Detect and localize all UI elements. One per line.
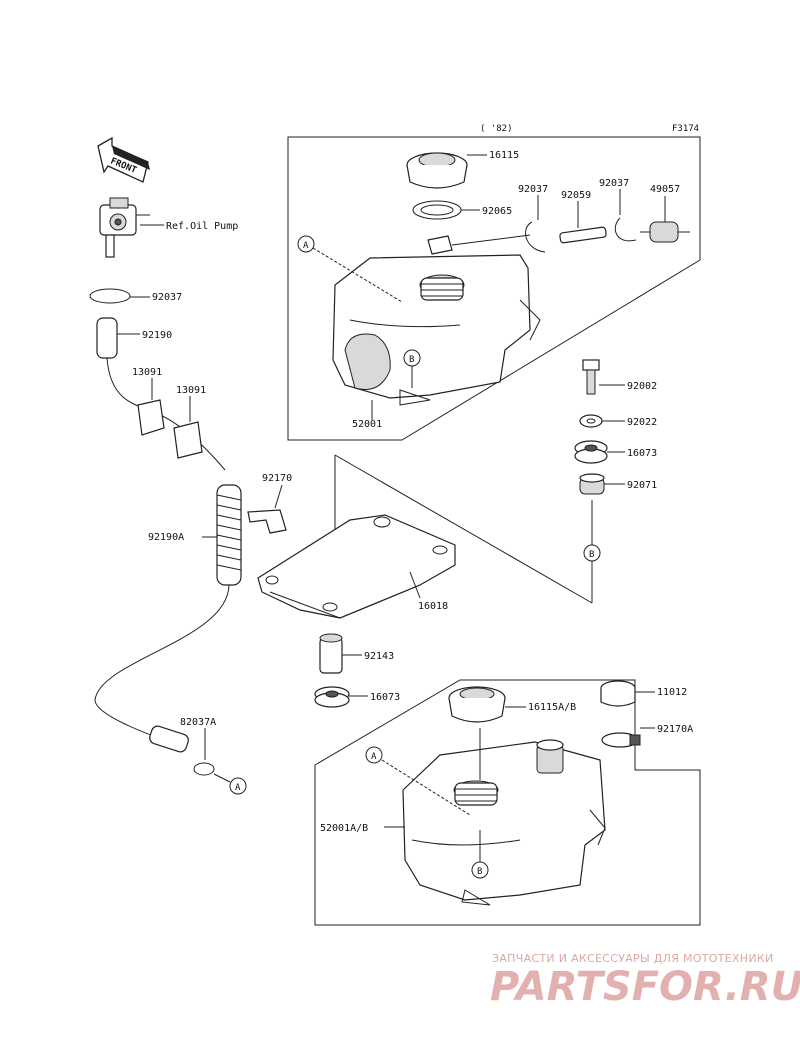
callout-b-text-3: B <box>477 867 482 877</box>
hose-92190A-icon <box>216 484 242 586</box>
callout-a-text-3: A <box>371 752 377 762</box>
collar-92071-icon <box>579 473 605 495</box>
label-92037-pump: 92037 <box>152 292 182 303</box>
label-92022: 92022 <box>627 417 657 428</box>
oil-tank-52001AB-icon <box>402 739 606 906</box>
label-13091-a: 13091 <box>132 367 162 378</box>
hose-92190-icon <box>96 317 118 359</box>
figure-code: F3174 <box>672 124 699 134</box>
label-92170A: 92170A <box>657 724 693 735</box>
label-92170: 92170 <box>262 473 292 484</box>
label-92037-b: 92037 <box>599 178 629 189</box>
callout-a-lower-left <box>229 777 247 795</box>
label-52001: 52001 <box>352 419 382 430</box>
bolt-92002-icon <box>582 359 600 395</box>
collar-92143-icon <box>319 633 343 674</box>
label-16018: 16018 <box>418 601 448 612</box>
filter-49057-icon <box>640 221 690 243</box>
clamp-13091-b-icon <box>173 421 203 459</box>
label-13091-b: 13091 <box>176 385 206 396</box>
label-92190: 92190 <box>142 330 172 341</box>
label-52001AB: 52001A/B <box>320 823 368 834</box>
label-16073-a: 16073 <box>627 448 657 459</box>
clamp-92170-icon <box>247 509 287 534</box>
callout-b-text-1: B <box>409 355 414 365</box>
gasket-92065-icon <box>412 200 462 220</box>
callout-a-text-1: A <box>235 783 241 793</box>
label-92190A: 92190A <box>148 532 184 543</box>
label-92143: 92143 <box>364 651 394 662</box>
tank-cap-16115-icon <box>406 152 468 189</box>
clip-92037-a-icon <box>525 221 546 253</box>
label-16115: 16115 <box>489 150 519 161</box>
label-16115AB: 16115A/B <box>528 702 576 713</box>
grommet-16073-a-icon <box>574 440 608 464</box>
label-92059: 92059 <box>561 190 591 201</box>
washer-92022-icon <box>579 414 603 428</box>
callout-a-lower <box>365 746 383 764</box>
label-92037-a: 92037 <box>518 184 548 195</box>
watermark-logo: PARTSFOR.RU <box>490 964 800 1010</box>
label-92002: 92002 <box>627 381 657 392</box>
tank-cap-16115AB-icon <box>448 686 506 723</box>
label-82037A: 82037A <box>180 717 216 728</box>
cap-11012-icon <box>600 680 636 707</box>
bracket-16018-icon <box>257 514 456 619</box>
callout-a-upper <box>297 235 315 253</box>
front-arrow-icon: FRONT <box>97 136 150 183</box>
pipe-92059-icon <box>559 226 607 244</box>
label-16073-b: 16073 <box>370 692 400 703</box>
clamp-92170A-icon <box>601 732 641 748</box>
lower-assembly-frame <box>314 679 701 926</box>
oil-pump-icon <box>99 197 150 258</box>
label-oil-pump-ref: Ref.Oil Pump <box>166 221 238 232</box>
clip-92037-b-icon <box>614 217 637 242</box>
grommet-16073-b-icon <box>314 686 350 708</box>
label-11012: 11012 <box>657 687 687 698</box>
callout-a-text-2: A <box>303 241 309 251</box>
oil-line-lower <box>94 584 230 741</box>
year-note: ( '82) <box>480 124 513 134</box>
upper-assembly-frame <box>287 136 701 441</box>
label-49057: 49057 <box>650 184 680 195</box>
clip-92037-icon <box>89 288 131 304</box>
oil-tank-52001-icon <box>332 254 541 406</box>
watermark-tagline: ЗАПЧАСТИ И АКСЕССУАРЫ ДЛЯ МОТОТЕХНИКИ <box>492 952 774 965</box>
callout-b-text-2: B <box>589 550 594 560</box>
clamp-13091-a-icon <box>137 399 165 436</box>
tank-fitting-icon <box>427 235 453 255</box>
hose-82037A-icon <box>149 725 189 753</box>
oil-line <box>106 357 226 471</box>
label-92065: 92065 <box>482 206 512 217</box>
label-92071: 92071 <box>627 480 657 491</box>
